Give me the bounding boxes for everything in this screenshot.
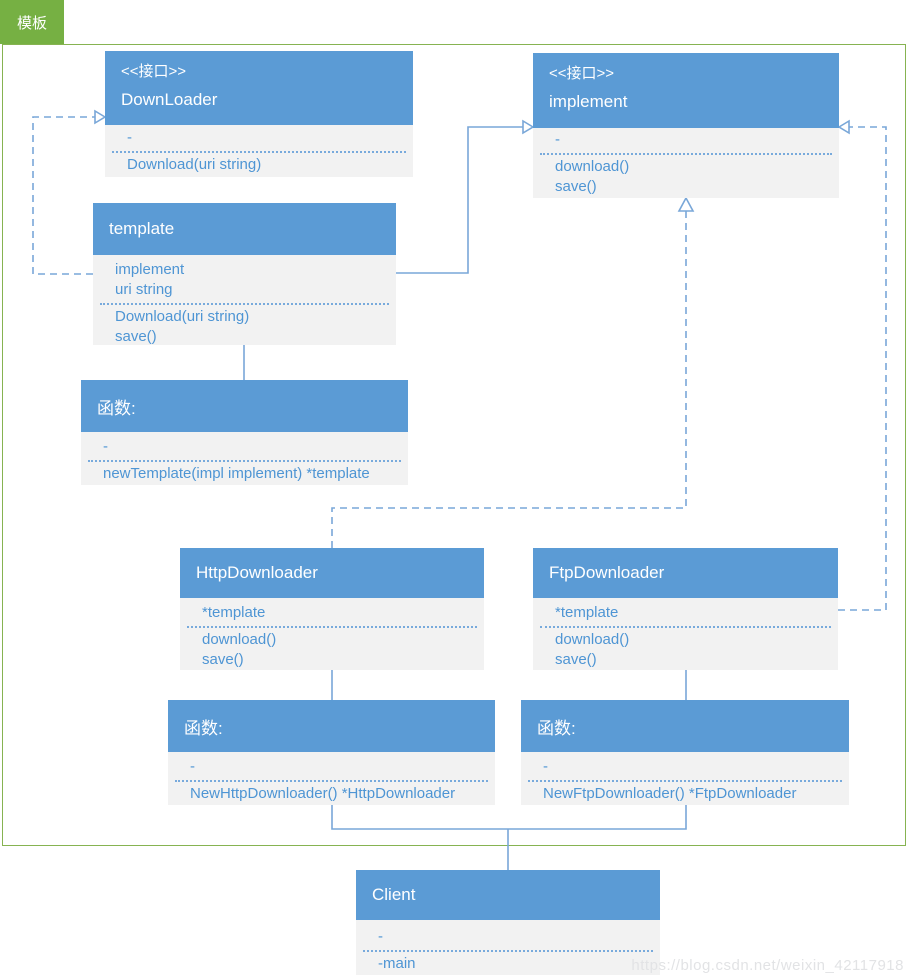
attribute-row: *template (202, 604, 266, 621)
method-row: download() (202, 631, 277, 648)
class-body: - -main (356, 920, 660, 975)
method-row: Download(uri string) (127, 156, 262, 173)
method-row: download() (555, 158, 630, 175)
class-body: *template download() save() (533, 598, 838, 670)
class-box-httpdownloader: HttpDownloader *template download() save… (180, 548, 484, 670)
method-row: NewHttpDownloader() *HttpDownloader (190, 785, 456, 802)
group-tab-label: 模板 (16, 14, 47, 32)
class-name: 函数: (97, 398, 136, 418)
divider (540, 153, 832, 155)
attribute-row: - (103, 438, 108, 455)
divider (175, 780, 488, 782)
group-frame (2, 44, 906, 846)
method-row: save() (555, 651, 597, 668)
class-header: HttpDownloader (180, 548, 484, 598)
attribute-row: implement (115, 261, 185, 278)
class-body: *template download() save() (180, 598, 484, 670)
method-row: save() (555, 178, 597, 195)
class-box-implement: <<接口>> implement - download() save() (533, 53, 839, 198)
class-box-downloader: <<接口>> DownLoader - Download(uri string) (105, 51, 413, 177)
class-header: template (93, 203, 396, 255)
class-name: 函数: (537, 718, 576, 738)
class-name: DownLoader (121, 90, 218, 109)
divider (363, 950, 653, 952)
class-name: implement (549, 92, 628, 111)
function-box-http: 函数: - NewHttpDownloader() *HttpDownloade… (168, 700, 495, 805)
class-header: <<接口>> DownLoader (105, 51, 413, 125)
method-row: -main (378, 955, 416, 972)
function-box-ftp: 函数: - NewFtpDownloader() *FtpDownloader (521, 700, 849, 805)
method-row: Download(uri string) (115, 308, 250, 325)
divider (100, 303, 389, 305)
method-row: save() (115, 328, 157, 345)
watermark-text: https://blog.csdn.net/weixin_42117918 (631, 957, 904, 974)
class-header: 函数: (168, 700, 495, 752)
class-body: - NewHttpDownloader() *HttpDownloader (168, 752, 495, 805)
class-body: - Download(uri string) (105, 125, 413, 177)
class-body: - newTemplate(impl implement) *template (81, 432, 408, 485)
class-name: FtpDownloader (549, 563, 665, 582)
group-tab: 模板 (0, 0, 64, 44)
class-name: Client (372, 885, 416, 904)
stereotype-label: <<接口>> (549, 65, 615, 82)
attribute-row: - (555, 131, 560, 148)
method-row: newTemplate(impl implement) *template (103, 465, 370, 482)
class-header: <<接口>> implement (533, 53, 839, 128)
class-header: Client (356, 870, 660, 920)
attribute-row: uri string (115, 281, 173, 298)
method-row: download() (555, 631, 630, 648)
class-name: HttpDownloader (196, 563, 318, 582)
class-body: - download() save() (533, 128, 839, 198)
attribute-row: - (127, 129, 132, 146)
divider (187, 626, 477, 628)
function-box-template: 函数: - newTemplate(impl implement) *templ… (81, 380, 408, 485)
divider (88, 460, 401, 462)
class-body: - NewFtpDownloader() *FtpDownloader (521, 752, 849, 805)
stereotype-label: <<接口>> (121, 63, 187, 80)
class-header: 函数: (521, 700, 849, 752)
class-header: FtpDownloader (533, 548, 838, 598)
method-row: save() (202, 651, 244, 668)
class-header: 函数: (81, 380, 408, 432)
attribute-row: - (543, 758, 548, 775)
attribute-row: - (378, 928, 383, 945)
class-box-client: Client - -main (356, 870, 660, 975)
attribute-row: *template (555, 604, 619, 621)
class-box-template: template implement uri string Download(u… (93, 203, 396, 345)
divider (540, 626, 831, 628)
class-name: template (109, 219, 175, 238)
method-row: NewFtpDownloader() *FtpDownloader (543, 785, 797, 802)
attribute-row: - (190, 758, 195, 775)
divider (528, 780, 842, 782)
divider (112, 151, 406, 153)
class-box-ftpdownloader: FtpDownloader *template download() save(… (533, 548, 838, 670)
class-body: implement uri string Download(uri string… (93, 255, 396, 345)
class-name: 函数: (184, 718, 223, 738)
